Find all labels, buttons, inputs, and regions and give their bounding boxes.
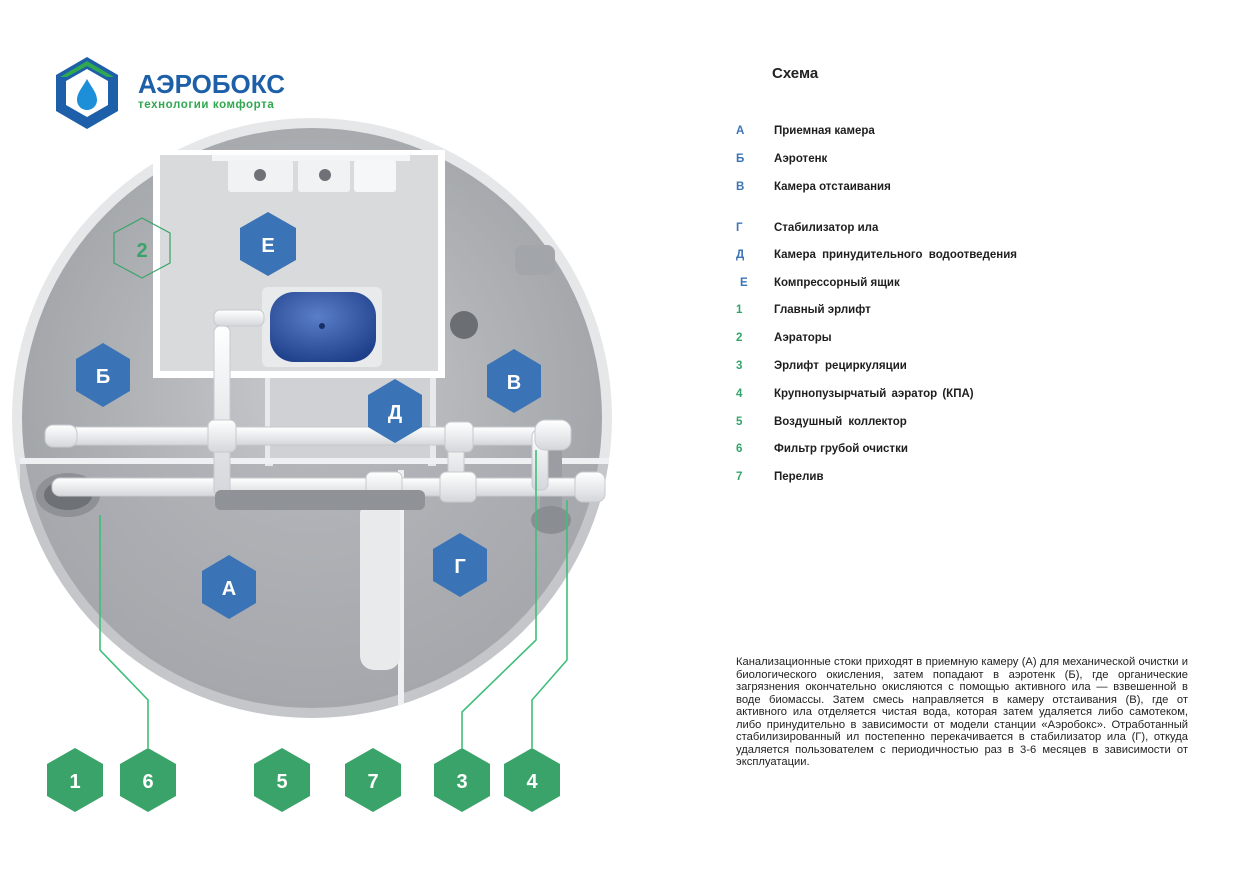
legend-label: Аэротенк — [774, 153, 828, 165]
svg-text:4: 4 — [526, 771, 538, 793]
legend-key: 4 — [736, 388, 743, 400]
socket-hole-2 — [319, 169, 331, 181]
svg-text:Е: Е — [261, 235, 274, 257]
station-diagram: 2 Е Б В Д Г А 1 6 5 7 3 — [12, 118, 612, 812]
partition-wall-g — [398, 470, 404, 718]
legend-label: Аэраторы — [774, 332, 832, 344]
legend-label: Воздушный коллектор — [774, 416, 907, 428]
legend-label: Крупнопузырчатый аэратор (КПА) — [774, 388, 974, 400]
legend-key: Е — [740, 277, 748, 289]
legend-key: Г — [736, 222, 743, 234]
svg-text:1: 1 — [69, 771, 80, 793]
legend-label: Камера отстаивания — [774, 181, 891, 193]
legend-key: 2 — [736, 332, 743, 344]
legend-key: 7 — [736, 471, 743, 483]
legend-item-5: 5 Воздушный коллектор — [736, 416, 907, 428]
tank-ledge — [20, 458, 610, 464]
aerator-marker — [113, 217, 171, 279]
svg-text:Г: Г — [454, 556, 465, 578]
legend-label: Приемная камера — [774, 125, 875, 137]
legend-label: Стабилизатор ила — [774, 222, 879, 234]
legend-key: 5 — [736, 416, 743, 428]
zone-label-v: В — [487, 349, 541, 413]
legend-label: Эрлифт рециркуляции — [774, 360, 907, 372]
legend-item-6: 6 Фильтр грубой очистки — [736, 443, 908, 455]
legend-key: Б — [736, 153, 745, 165]
partition-wall-left — [265, 376, 273, 466]
aerator-marker-label: 2 — [136, 240, 147, 262]
svg-text:3: 3 — [456, 771, 467, 793]
legend-label: Компрессорный ящик — [774, 277, 900, 289]
overflow-pipe-end — [450, 311, 478, 339]
legend-item-b: Б Аэротенк — [736, 153, 827, 165]
legend-item-7: 7 Перелив — [736, 471, 824, 483]
overflow-pipe — [515, 245, 555, 275]
svg-text:6: 6 — [142, 771, 153, 793]
description-paragraph: Канализационные стоки приходят в приемну… — [736, 656, 1188, 768]
legend-label: Перелив — [774, 471, 824, 483]
compressor-bolt — [319, 323, 325, 329]
svg-text:Б: Б — [96, 366, 110, 388]
legend-item-2: 2 Аэраторы — [736, 332, 832, 344]
legend-item-1: 1 Главный эрлифт — [736, 304, 871, 316]
legend-title: Схема — [772, 65, 819, 82]
legend-item-4: 4 Крупнопузырчатый аэратор (КПА) — [736, 388, 974, 400]
svg-text:7: 7 — [367, 771, 378, 793]
logo-brand: АЭРОБОКС — [138, 69, 285, 99]
number-badge-1: 1 — [47, 748, 103, 812]
socket-box-3 — [354, 160, 396, 192]
logo-tagline: технологии комфорта — [138, 99, 274, 111]
legend-item-d: Д Камера принудительного водоотведения — [736, 249, 1017, 261]
air-pipes — [44, 309, 606, 503]
legend-key: 1 — [736, 304, 743, 316]
svg-text:В: В — [507, 372, 521, 394]
legend-item-3: 3 Эрлифт рециркуляции — [736, 360, 907, 372]
number-badge-4: 4 — [504, 748, 560, 812]
water-drop-icon — [77, 79, 97, 110]
logo-arrow-icon — [60, 61, 114, 77]
legend-item-e: Е Компрессорный ящик — [736, 277, 900, 289]
zone-label-a: А — [202, 555, 256, 619]
number-badge-7: 7 — [345, 748, 401, 812]
number-badge-6: 6 — [120, 748, 176, 812]
number-badge-5: 5 — [254, 748, 310, 812]
zone-label-d: Д — [368, 379, 422, 443]
lead-lines — [99, 450, 568, 748]
legend-key: А — [736, 125, 745, 137]
recirculation-pipe-end — [531, 506, 571, 534]
aerobox-logo: АЭРОБОКС технологии комфорта — [56, 57, 285, 129]
air-collector — [215, 490, 425, 510]
legend-label: Камера принудительного водоотведения — [774, 249, 1017, 261]
legend-key: 6 — [736, 443, 743, 455]
svg-text:Д: Д — [388, 402, 402, 424]
socket-hole-1 — [254, 169, 266, 181]
filter-tube — [360, 500, 400, 670]
number-badge-3: 3 — [434, 748, 490, 812]
legend-key: В — [736, 181, 745, 193]
legend-label: Главный эрлифт — [774, 304, 871, 316]
svg-text:А: А — [222, 578, 236, 600]
partition-wall-right — [428, 376, 436, 466]
legend-item-g: Г Стабилизатор ила — [736, 222, 878, 234]
compressor-rail — [212, 155, 410, 161]
legend-label: Фильтр грубой очистки — [774, 443, 908, 455]
legend-key: Д — [736, 249, 745, 261]
legend-item-a: А Приемная камера — [736, 125, 875, 137]
chamber-a-floor — [20, 460, 610, 718]
zone-label-g: Г — [433, 533, 487, 597]
legend-item-v: В Камера отстаивания — [736, 181, 891, 193]
svg-text:5: 5 — [276, 771, 287, 793]
zone-label-e: Е — [240, 212, 296, 276]
legend-key: 3 — [736, 360, 743, 372]
zone-label-b: Б — [76, 343, 130, 407]
